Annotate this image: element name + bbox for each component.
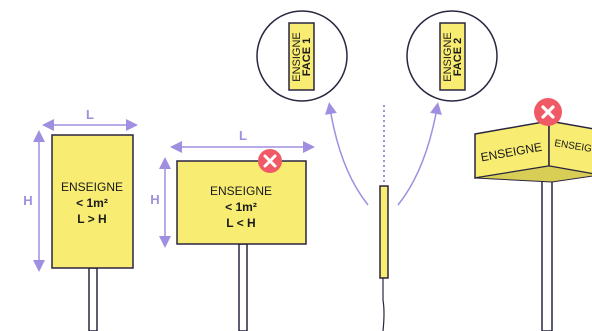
sign-2-title: ENSEIGNE [210, 184, 272, 198]
sign-1-area: < 1m² [76, 196, 108, 210]
sign-1-post [88, 267, 98, 331]
face-2-panel [439, 22, 466, 91]
sign-1-height-label: H [23, 193, 32, 208]
face-2-word: ENSIGNE [442, 32, 454, 82]
face-1-label: FACE 1 [301, 38, 313, 77]
sign-1-panel [51, 134, 134, 269]
face-1-zoom: ENSIGNE FACE 1 [256, 10, 348, 102]
face-2-zoom: ENSIGNE FACE 2 [406, 10, 498, 102]
sign-4-right-face [548, 120, 592, 175]
sign-3-arrow-right [397, 102, 442, 206]
sign-2-height-label: H [150, 192, 159, 207]
sign-3-group: ENSIGNE FACE 1 ENSIGNE FACE 2 [256, 10, 498, 331]
sign-3-post [382, 278, 385, 331]
face-1-word: ENSIGNE [291, 32, 303, 82]
sign-1-group: L H ENSEIGNE < 1m² L > H [23, 107, 138, 331]
sign-3-edge-panel [379, 185, 389, 279]
sign-4-group: ENSEIGNE ENSEIGNE [474, 98, 592, 331]
sign-3-arrow-left [325, 102, 369, 206]
face-2-label: FACE 2 [452, 38, 464, 77]
sign-2-area: < 1m² [225, 200, 257, 214]
sign-1-title: ENSEIGNE [61, 180, 123, 194]
cross-circle-icon [534, 98, 562, 126]
sign-2-ratio: L < H [226, 216, 255, 230]
sign-4-underside [474, 165, 592, 183]
sign-2-group: L H ENSEIGNE < 1m² L < H [150, 128, 315, 331]
face-1-panel [288, 22, 315, 91]
sign-2-width-label: L [239, 128, 247, 143]
sign-1-ratio: L > H [77, 212, 106, 226]
cross-circle-icon [258, 149, 282, 173]
sign-2-panel [176, 160, 307, 245]
sign-2-post [238, 243, 248, 331]
sign-4-post [541, 171, 553, 331]
sign-1-width-label: L [86, 107, 94, 122]
